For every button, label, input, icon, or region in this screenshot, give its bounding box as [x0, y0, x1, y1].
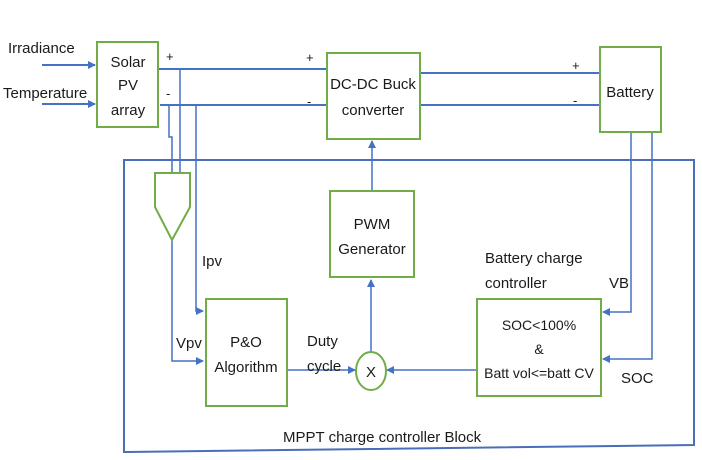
- multiplier-label: X: [366, 364, 376, 381]
- charge-ctrl-caption-1: Battery charge: [485, 250, 583, 267]
- charge-ctrl-label-2: &: [534, 341, 544, 357]
- soc-label: SOC: [621, 370, 654, 387]
- pwm-generator-block: [329, 190, 415, 278]
- po-label-1: P&O: [230, 334, 262, 351]
- charge-controller-block: [476, 298, 602, 397]
- mppt-frame: [123, 159, 695, 454]
- multiplier-node: [355, 351, 387, 391]
- po-algorithm-block: [205, 298, 288, 407]
- duty-cycle-label-2: cycle: [307, 358, 341, 375]
- buck-in-plus-sign: +: [306, 50, 314, 65]
- voltage-sensor-icon: [154, 172, 191, 243]
- pv-plus-sign: +: [166, 49, 174, 64]
- battery-plus-sign: +: [572, 58, 580, 73]
- soc-line: [602, 132, 653, 363]
- pwm-label-1: PWM: [354, 216, 391, 233]
- charge-ctrl-label-3: Batt vol<=batt CV: [484, 365, 594, 381]
- buck-in-minus-sign: -: [307, 94, 311, 109]
- mppt-block-title: MPPT charge controller Block: [283, 429, 482, 446]
- battery-label: Battery: [606, 84, 654, 101]
- voltage-tap-minus: [168, 105, 173, 173]
- pv-minus-sign: -: [166, 86, 170, 101]
- pwm-label-2: Generator: [338, 241, 406, 258]
- battery-block: [599, 46, 662, 133]
- temperature-label: Temperature: [3, 85, 87, 102]
- charge-ctrl-caption-2: controller: [485, 275, 547, 292]
- po-label-2: Algorithm: [214, 359, 277, 376]
- dc-dc-buck-converter-block: [326, 52, 421, 140]
- solar-pv-label-2: PV: [118, 77, 138, 94]
- vb-line: [602, 132, 632, 316]
- irradiance-label: Irradiance: [8, 40, 75, 57]
- solar-pv-label-3: array: [111, 102, 146, 119]
- ipv-label: Ipv: [202, 253, 223, 270]
- vb-label: VB: [609, 275, 629, 292]
- ipv-line: [195, 105, 204, 315]
- duty-cycle-label-1: Duty: [307, 333, 338, 350]
- battery-minus-sign: -: [573, 93, 577, 108]
- buck-label-2: converter: [342, 102, 405, 119]
- solar-pv-label-1: Solar: [110, 54, 145, 71]
- vpv-label: Vpv: [176, 335, 202, 352]
- buck-label-1: DC-DC Buck: [330, 76, 416, 93]
- charge-ctrl-label-1: SOC<100%: [502, 317, 576, 333]
- solar-pv-array-block: [96, 41, 159, 128]
- vpv-line: [171, 240, 204, 365]
